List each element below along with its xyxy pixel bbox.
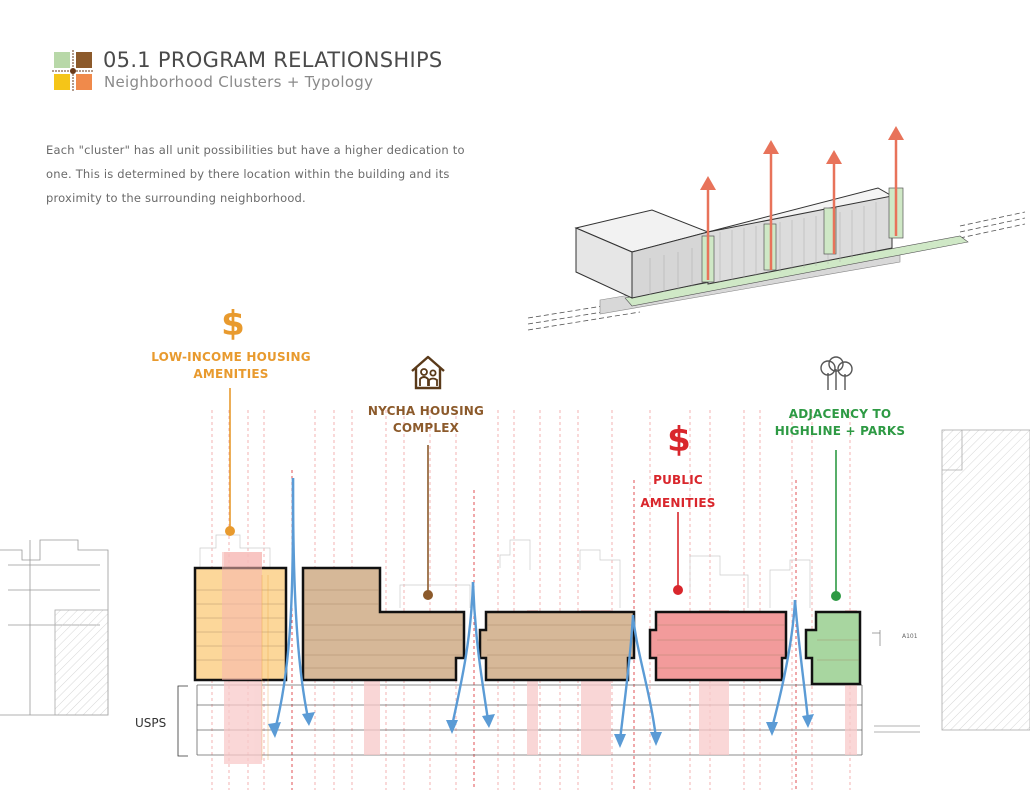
label-low-income: LOW-INCOME HOUSING AMENITIES <box>140 349 322 383</box>
page-title: 05.1 PROGRAM RELATIONSHIPS <box>103 48 443 72</box>
label-nycha: NYCHA HOUSING COMPLEX <box>346 403 506 437</box>
label-line: NYCHA HOUSING <box>367 404 485 418</box>
section-mark: A101 <box>902 633 918 640</box>
description: Each "cluster" has all unit possibilitie… <box>46 138 506 210</box>
label-line: LOW-INCOME HOUSING <box>151 350 311 364</box>
label-line: ADJACENCY TO <box>788 407 892 421</box>
dollar-icon: $ <box>221 304 245 344</box>
usps-bracket <box>177 685 188 757</box>
right-neighbor-building <box>941 429 1030 731</box>
description-line: proximity to the surrounding neighborhoo… <box>46 191 306 205</box>
usps-label: USPS <box>135 716 167 730</box>
house-family-icon <box>411 355 445 390</box>
cluster-nycha-middle <box>478 610 636 682</box>
cluster-public <box>648 610 788 682</box>
label-line: HIGHLINE + PARKS <box>774 424 906 438</box>
dollar-icon: $ <box>667 420 691 460</box>
page-subtitle: Neighborhood Clusters + Typology <box>104 73 374 91</box>
circulation-arrows <box>273 477 810 741</box>
color-key-logo <box>52 50 94 92</box>
description-line: one. This is determined by there locatio… <box>46 167 450 181</box>
label-line: AMENITIES <box>640 496 716 510</box>
trees-icon <box>820 356 853 390</box>
cluster-nycha-left <box>301 566 466 682</box>
label-public: PUBLIC AMENITIES <box>618 472 738 512</box>
label-line: PUBLIC <box>653 473 703 487</box>
label-line: AMENITIES <box>193 367 269 381</box>
cluster-adjacency <box>804 610 862 686</box>
label-line: COMPLEX <box>392 421 460 435</box>
description-line: Each "cluster" has all unit possibilitie… <box>46 143 465 157</box>
label-adjacency: ADJACENCY TO HIGHLINE + PARKS <box>760 406 920 440</box>
